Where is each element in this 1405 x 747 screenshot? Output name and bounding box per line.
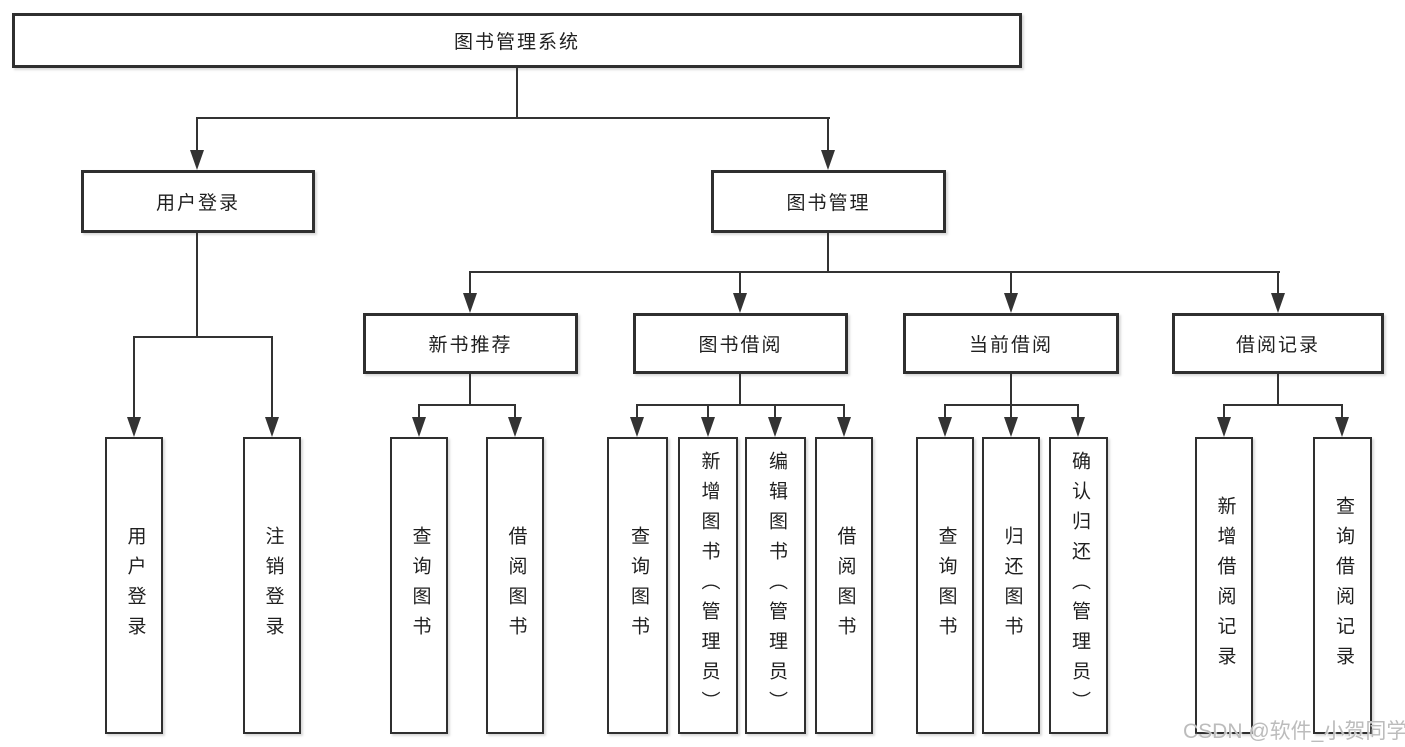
arrow-to-confirm-return-admin <box>1071 405 1085 437</box>
arrowhead-icon <box>1004 293 1018 313</box>
node-book-management: 图书管理 <box>711 170 946 233</box>
leaf-query-borrow-record: 查询借阅记录 <box>1313 437 1372 734</box>
arrowhead-icon <box>701 417 715 437</box>
node-current-borrowing: 当前借阅 <box>903 313 1119 374</box>
leaf-borrow-book-borrowing-label: 借阅图书 <box>834 525 856 646</box>
leaf-add-book-admin-label: 新增图书（管理员） <box>698 450 720 721</box>
leaf-add-borrow-record: 新增借阅记录 <box>1195 437 1253 734</box>
node-book-management-label: 图书管理 <box>786 193 871 214</box>
connector-root-stem <box>516 68 518 118</box>
node-user-login: 用户登录 <box>81 170 315 233</box>
connector-records-branch <box>1223 404 1343 406</box>
leaf-edit-book-admin: 编辑图书（管理员） <box>745 437 806 734</box>
leaf-add-borrow-record-label: 新增借阅记录 <box>1214 495 1236 676</box>
leaf-return-book: 归还图书 <box>982 437 1040 734</box>
leaf-query-book-recommend: 查询图书 <box>390 437 448 734</box>
connector-borrowing-stem <box>739 374 741 405</box>
arrowhead-icon <box>127 417 141 437</box>
leaf-user-login-label: 用户登录 <box>124 525 146 646</box>
arrowhead-icon <box>265 417 279 437</box>
arrow-to-current-borrowing <box>1004 272 1018 313</box>
arrow-to-query-book-current <box>938 405 952 437</box>
arrow-to-add-book-admin <box>701 405 715 437</box>
node-user-login-label: 用户登录 <box>155 193 240 214</box>
arrowhead-icon <box>938 417 952 437</box>
arrowhead-icon <box>821 150 835 170</box>
connector-current-stem <box>1010 374 1012 405</box>
node-current-borrowing-label: 当前借阅 <box>968 335 1053 356</box>
arrowhead-icon <box>837 417 851 437</box>
arrow-to-query-book-recommend <box>412 405 426 437</box>
arrowhead-icon <box>1071 417 1085 437</box>
arrowhead-icon <box>733 293 747 313</box>
arrowhead-icon <box>630 417 644 437</box>
arrowhead-icon <box>508 417 522 437</box>
leaf-query-book-borrowing: 查询图书 <box>607 437 668 734</box>
arrow-to-query-book-borrowing <box>630 405 644 437</box>
node-borrowing-records-label: 借阅记录 <box>1235 335 1320 356</box>
arrowhead-icon <box>1335 417 1349 437</box>
leaf-query-book-current-label: 查询图书 <box>935 525 957 646</box>
leaf-logout: 注销登录 <box>243 437 301 734</box>
connector-records-stem <box>1277 374 1279 405</box>
leaf-confirm-return-admin-label: 确认归还（管理员） <box>1068 450 1090 721</box>
arrowhead-icon <box>463 293 477 313</box>
node-book-borrowing: 图书借阅 <box>633 313 848 374</box>
arrow-to-new-book-recommend <box>463 272 477 313</box>
arrow-to-leaf-logout <box>265 337 279 437</box>
arrowhead-icon <box>1271 293 1285 313</box>
leaf-return-book-label: 归还图书 <box>1001 525 1023 646</box>
arrowhead-icon <box>1004 417 1018 437</box>
leaf-query-book-borrowing-label: 查询图书 <box>627 525 649 646</box>
leaf-confirm-return-admin: 确认归还（管理员） <box>1049 437 1108 734</box>
leaf-borrow-book-recommend-label: 借阅图书 <box>505 525 527 646</box>
connector-root-branch <box>196 117 830 119</box>
connector-recommend-branch <box>418 404 516 406</box>
arrowhead-icon <box>1217 417 1231 437</box>
connector-book-mgmt-stem <box>827 233 829 273</box>
connector-borrowing-branch <box>636 404 845 406</box>
leaf-borrow-book-recommend: 借阅图书 <box>486 437 544 734</box>
node-library-system: 图书管理系统 <box>12 13 1022 68</box>
node-library-system-label: 图书管理系统 <box>453 32 580 53</box>
arrow-to-add-borrow-record <box>1217 405 1231 437</box>
csdn-watermark: CSDN @软件_小贺同学 <box>1183 720 1405 743</box>
arrowhead-icon <box>768 417 782 437</box>
arrow-to-borrowing-records <box>1271 272 1285 313</box>
leaf-query-book-current: 查询图书 <box>916 437 974 734</box>
leaf-add-book-admin: 新增图书（管理员） <box>678 437 738 734</box>
leaf-query-borrow-record-label: 查询借阅记录 <box>1332 495 1354 676</box>
leaf-user-login: 用户登录 <box>105 437 163 734</box>
arrow-to-query-borrow-record <box>1335 405 1349 437</box>
leaf-logout-label: 注销登录 <box>262 525 284 646</box>
arrow-to-borrow-book-borrowing <box>837 405 851 437</box>
arrowhead-icon <box>412 417 426 437</box>
arrow-to-book-borrowing <box>733 272 747 313</box>
connector-recommend-stem <box>469 374 471 405</box>
node-borrowing-records: 借阅记录 <box>1172 313 1384 374</box>
arrow-to-edit-book-admin <box>768 405 782 437</box>
connector-book-mgmt-branch <box>469 271 1280 273</box>
node-book-borrowing-label: 图书借阅 <box>698 335 783 356</box>
leaf-edit-book-admin-label: 编辑图书（管理员） <box>765 450 787 721</box>
leaf-borrow-book-borrowing: 借阅图书 <box>815 437 873 734</box>
arrow-to-leaf-user-login <box>127 337 141 437</box>
arrow-to-book-management <box>821 118 835 170</box>
arrow-to-borrow-book-recommend <box>508 405 522 437</box>
connector-user-login-stem <box>196 233 198 337</box>
arrowhead-icon <box>190 150 204 170</box>
arrow-to-return-book <box>1004 405 1018 437</box>
node-new-book-recommend-label: 新书推荐 <box>428 335 513 356</box>
leaf-query-book-recommend-label: 查询图书 <box>409 525 431 646</box>
connector-user-login-branch <box>133 336 273 338</box>
node-new-book-recommend: 新书推荐 <box>363 313 578 374</box>
arrow-to-user-login <box>190 118 204 170</box>
